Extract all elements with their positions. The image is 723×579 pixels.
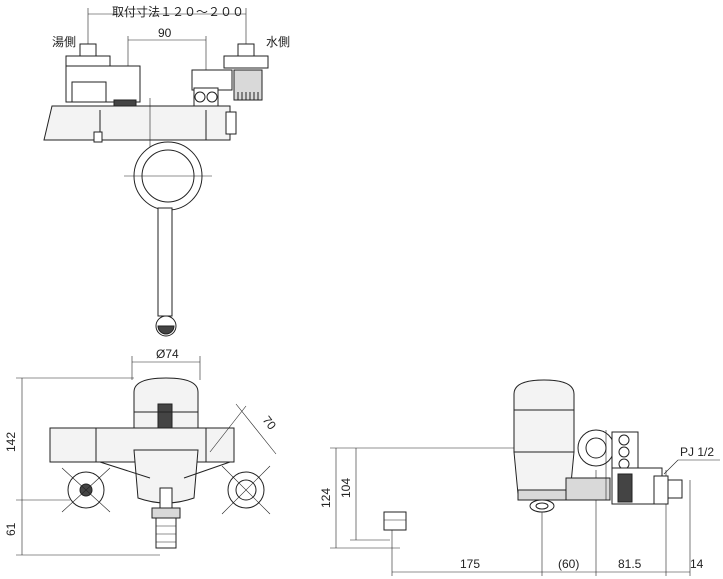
spout-length-label: 175 [460, 557, 480, 571]
angle-label: 70 [260, 413, 279, 432]
offset-label: (60) [558, 557, 579, 571]
height-total-label: 124 [319, 488, 333, 508]
front-view: Ø74 142 61 70 [4, 347, 279, 556]
mount-width-label: 取付寸法１２０～２００ [112, 5, 244, 19]
diameter-label: Ø74 [156, 347, 179, 361]
height-lower-label: 61 [4, 522, 18, 536]
height-spout-label: 104 [339, 478, 353, 498]
side-view: 124 104 175 (60) 81.5 14 PJ 1/2 [319, 379, 720, 576]
depth-label: 81.5 [618, 557, 642, 571]
height-upper-label: 142 [4, 432, 18, 452]
hot-side-label: 湯側 [52, 35, 76, 49]
cold-side-label: 水側 [266, 35, 290, 49]
thread-label: PJ 1/2 [680, 445, 714, 459]
fitting-label: 14 [690, 557, 704, 571]
spacing-label: 90 [158, 26, 172, 40]
top-view: 取付寸法１２０～２００ 90 湯側 水側 [43, 5, 290, 337]
